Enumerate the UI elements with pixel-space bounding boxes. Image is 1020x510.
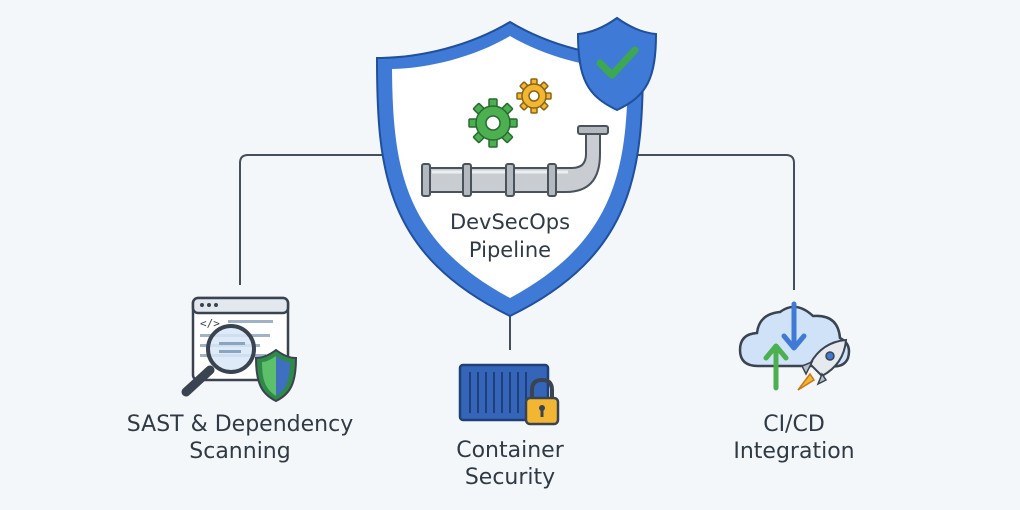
center-title: DevSecOps Pipeline	[420, 208, 600, 264]
connector-right	[635, 154, 795, 290]
center-title-line1: DevSecOps	[449, 210, 571, 234]
svg-text:</>: </>	[200, 317, 220, 330]
center-title-line2: Pipeline	[468, 238, 552, 262]
check-shield-icon	[576, 16, 658, 112]
rocket-icon	[797, 338, 848, 391]
node-label-cicd-line1: CI/CD	[763, 412, 825, 437]
deploy-arrows-icon	[763, 301, 807, 391]
node-label-sast-line2: Scanning	[189, 439, 291, 464]
node-label-container-line2: Security	[464, 465, 556, 490]
yellow-gear-icon	[516, 78, 552, 114]
node-label-container: Container Security	[420, 437, 600, 491]
padlock-icon	[524, 377, 560, 426]
node-label-sast: SAST & Dependency Scanning	[110, 411, 370, 465]
node-label-cicd: CI/CD Integration	[704, 411, 884, 465]
green-gear-icon	[468, 98, 518, 148]
node-label-sast-line1: SAST & Dependency	[126, 412, 354, 437]
magnifier-icon	[181, 324, 256, 397]
green-shield-icon	[254, 348, 298, 403]
pipeline-icon	[421, 125, 609, 197]
node-label-container-line1: Container	[456, 438, 564, 463]
connector-left	[239, 154, 390, 285]
node-label-cicd-line2: Integration	[733, 439, 855, 464]
